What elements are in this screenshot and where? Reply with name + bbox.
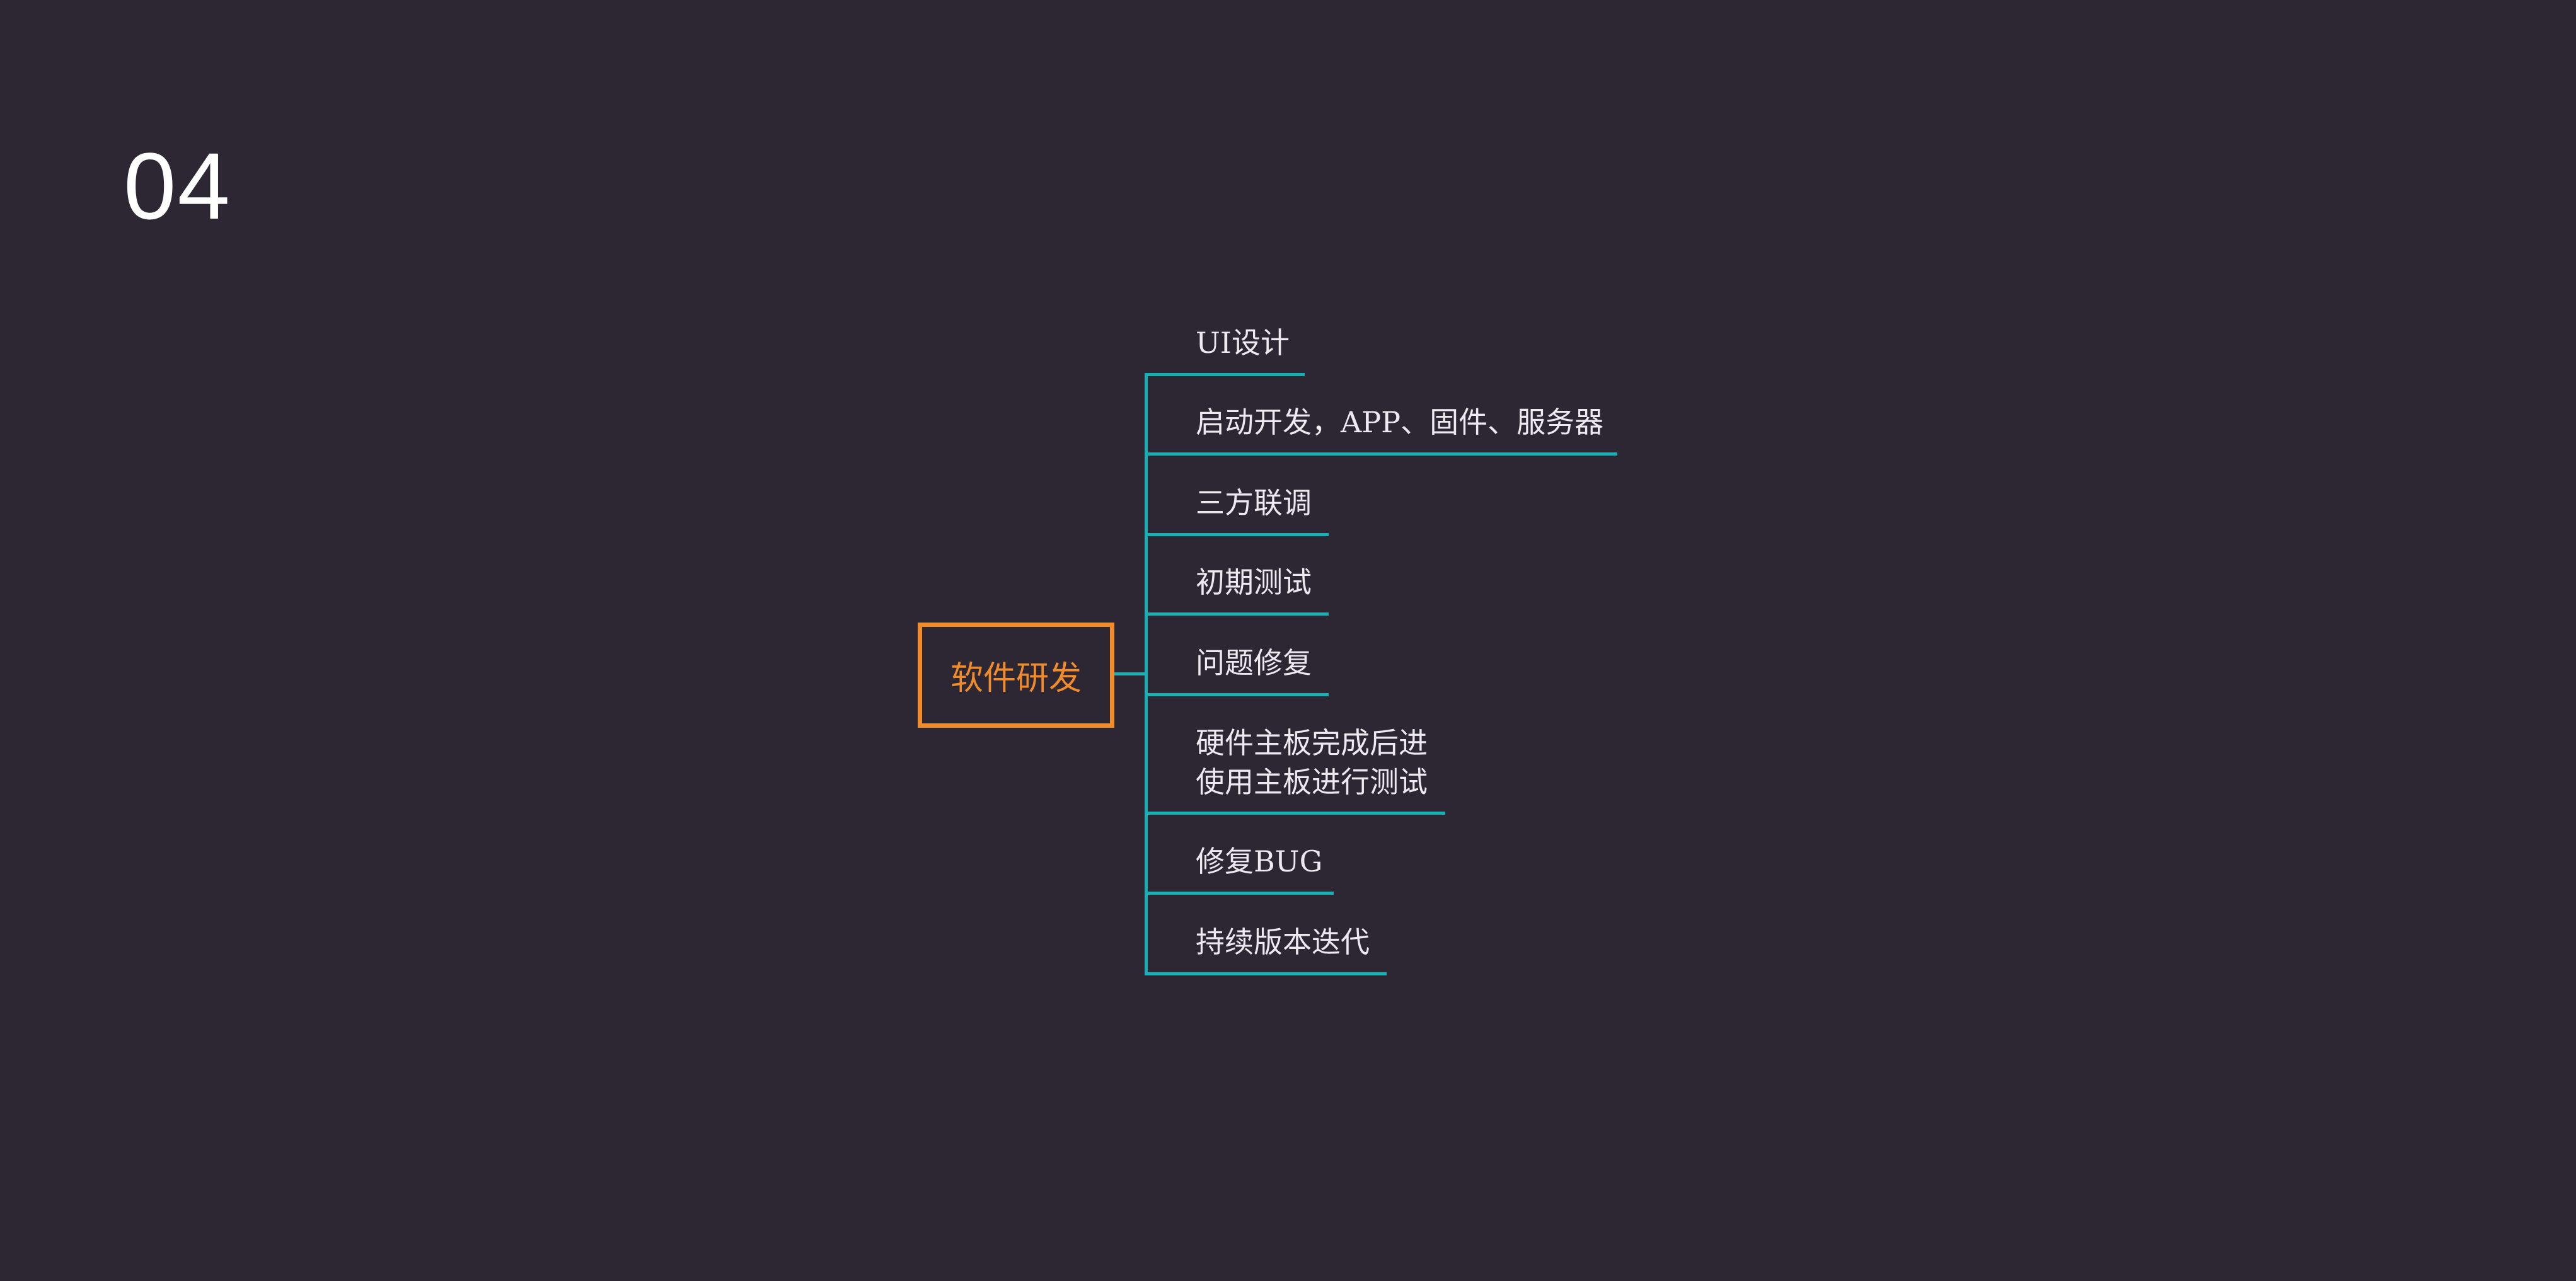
root-node: 软件研发 [918,623,1114,728]
branch-label-fix-bug: 修复BUG [1196,844,1323,878]
branch-label-integration: 三方联调 [1196,486,1312,520]
branch-underline [1145,693,1329,696]
branch-label-board-test-line1: 硬件主板完成后进 [1196,726,1428,760]
branch-underline [1145,452,1617,456]
branch-underline [1145,533,1329,536]
root-label: 软件研发 [950,660,1082,698]
branch-underline [1145,373,1305,376]
branch-label-bug-fix: 问题修复 [1196,646,1312,680]
slide-number: 04 [124,133,231,239]
branch-label-board-test-line2: 使用主板进行测试 [1196,765,1428,799]
root-connector [1114,672,1146,675]
branch-underline [1145,892,1334,895]
branch-underline [1145,612,1329,616]
branch-label-start-development: 启动开发，APP、固件、服务器 [1196,405,1604,439]
branch-underline [1145,812,1445,815]
branch-label-iteration: 持续版本迭代 [1196,925,1370,959]
trunk-line [1145,373,1148,975]
branch-underline [1145,972,1387,975]
branch-label-initial-test: 初期测试 [1196,565,1312,599]
branch-label-ui-design: UI设计 [1196,326,1290,360]
